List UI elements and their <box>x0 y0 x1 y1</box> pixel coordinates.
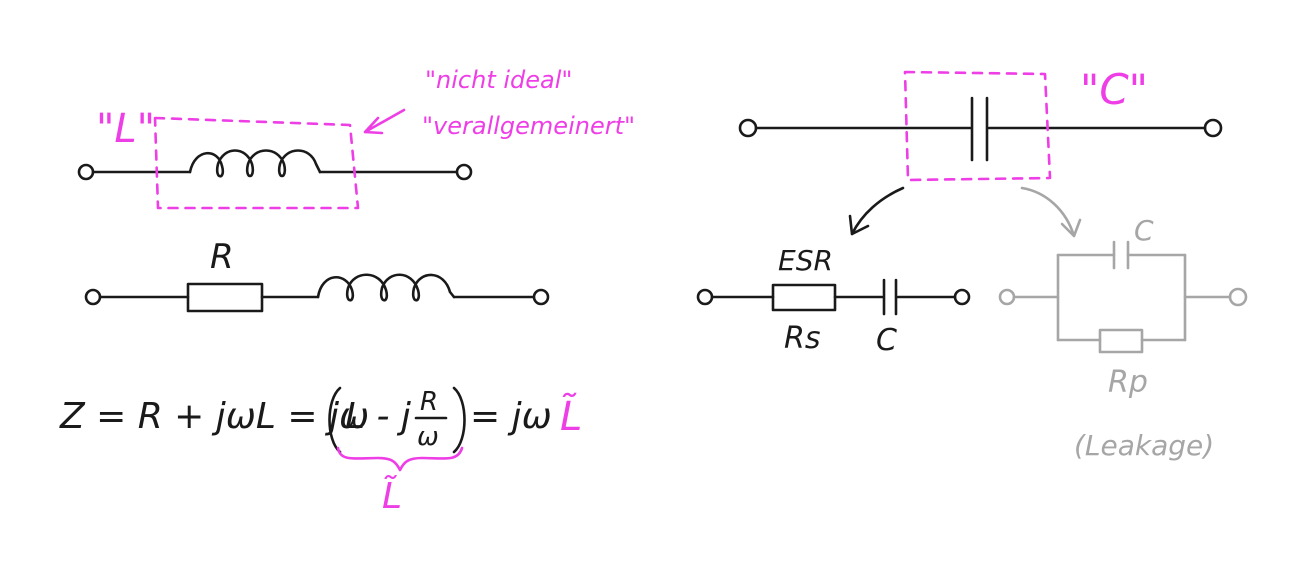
capacitor-plates <box>970 96 989 162</box>
label-Rs: Rs <box>784 321 820 356</box>
resistor-rp <box>1098 328 1144 354</box>
paren-close <box>452 386 466 454</box>
label-L: "L" <box>96 106 155 152</box>
underbrace <box>336 446 464 472</box>
equation-rhs: = jω <box>470 396 552 437</box>
equation-frac-den: ω <box>417 422 439 452</box>
resistor-esr <box>771 283 837 312</box>
note-verallgemeinert: "verallgemeinert" <box>422 112 635 140</box>
note-nicht-ideal: "nicht ideal" <box>425 66 572 94</box>
terminal-right <box>455 163 473 181</box>
paren-open <box>328 386 342 454</box>
arrow-icon <box>363 108 406 135</box>
impedance-equation: Z = R + jωL = jω L - j R ω = jω L̃ L̃ <box>59 386 582 517</box>
brace-label-L-tilde: L̃ <box>382 475 402 517</box>
terminal-right <box>532 288 550 306</box>
label-R: R <box>210 237 234 277</box>
terminal-right <box>1228 287 1248 307</box>
label-Rp: Rp <box>1108 365 1148 400</box>
arrow-down-right-icon <box>1020 186 1082 238</box>
inductor-coil <box>188 149 322 178</box>
terminal-left <box>696 288 714 306</box>
equation-lhs: Z = R + jωL = jω <box>59 396 369 437</box>
arrow-down-left-icon <box>848 186 905 236</box>
highlight-box-capacitor <box>903 70 1052 182</box>
capacitor-plates <box>882 278 898 316</box>
terminal-right <box>1203 118 1223 138</box>
label-C-parallel: C <box>1134 214 1154 247</box>
terminal-left <box>84 288 102 306</box>
label-C: "C" <box>1080 65 1148 114</box>
highlight-box-inductor <box>153 116 360 210</box>
terminal-right <box>953 288 971 306</box>
label-C-series: C <box>876 323 897 358</box>
equation-frac-num: R <box>420 387 438 417</box>
parallel-leakage-model <box>998 240 1248 354</box>
label-ESR: ESR <box>778 244 833 277</box>
series-esr-model <box>696 278 971 316</box>
terminal-left <box>738 118 758 138</box>
rl-series-circuit <box>84 273 550 313</box>
terminal-left <box>77 163 95 181</box>
label-leakage: (Leakage) <box>1074 429 1214 462</box>
capacitor-plates <box>1112 240 1130 270</box>
resistor-symbol <box>186 282 264 313</box>
inductor-coil <box>316 273 456 302</box>
equation-paren-content: L - j <box>345 396 411 437</box>
ideal-capacitor-circuit <box>738 96 1223 162</box>
ideal-inductor-circuit <box>77 149 473 181</box>
terminal-left <box>998 288 1016 306</box>
equation-L-tilde: L̃ <box>560 392 582 440</box>
